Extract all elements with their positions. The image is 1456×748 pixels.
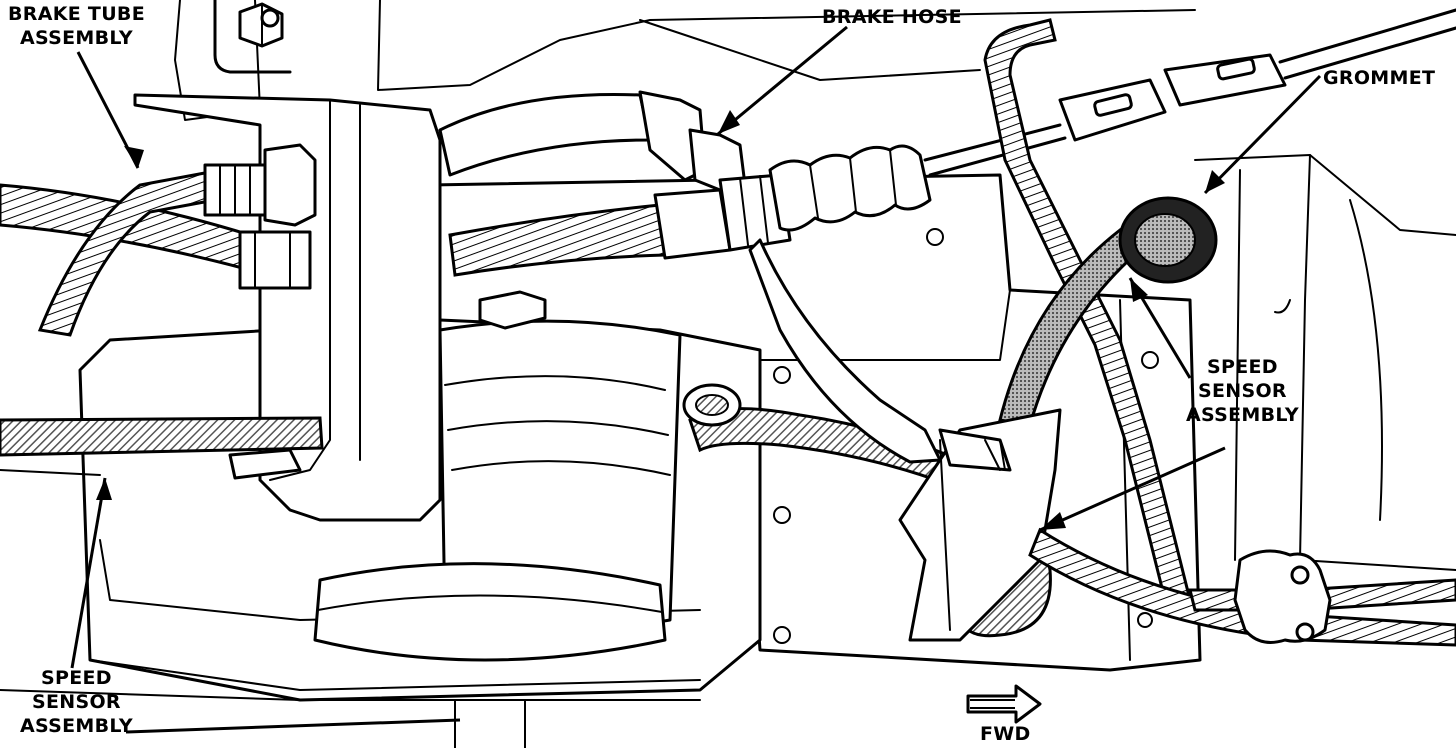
label-fwd: FWD bbox=[980, 723, 1031, 745]
sensor-bracket bbox=[898, 408, 1062, 642]
brake-hose-lower bbox=[448, 173, 792, 277]
brake-hose-to-bracket bbox=[748, 238, 942, 464]
label-grommet: GROMMET bbox=[1323, 67, 1436, 89]
label-speed-sensor-left-line3: ASSEMBLY bbox=[20, 715, 133, 737]
brake-hose-upper bbox=[438, 90, 747, 192]
grommet bbox=[1118, 196, 1218, 284]
stud-nut-top bbox=[238, 2, 284, 48]
label-speed-sensor-left-line1: SPEED bbox=[41, 667, 112, 689]
label-speed-sensor-left-line2: SENSOR bbox=[32, 691, 121, 713]
label-speed-sensor-left: SPEED SENSOR ASSEMBLY bbox=[20, 666, 133, 738]
label-speed-sensor-right: SPEED SENSOR ASSEMBLY bbox=[1186, 355, 1299, 427]
label-brake-tube-line2: ASSEMBLY bbox=[20, 27, 133, 49]
body-panel-right bbox=[1194, 154, 1456, 571]
brake-tube-fittings bbox=[203, 143, 317, 290]
steering-knuckle-bracket bbox=[133, 93, 442, 522]
bellows-boot bbox=[768, 144, 932, 232]
ground-lines bbox=[0, 469, 701, 748]
label-brake-hose: BRAKE HOSE bbox=[822, 6, 962, 28]
speed-sensor-cable-left bbox=[0, 416, 324, 457]
strut-body bbox=[313, 290, 682, 662]
label-brake-tube-assembly: BRAKE TUBE ASSEMBLY bbox=[8, 2, 145, 50]
body-panel-upper bbox=[174, 0, 1196, 121]
rear-harness bbox=[1028, 527, 1456, 647]
parking-brake-cable bbox=[923, 8, 1456, 177]
forward-arrow-icon bbox=[966, 684, 1042, 724]
label-speed-sensor-right-line1: SPEED bbox=[1207, 356, 1278, 378]
label-speed-sensor-right-line2: SENSOR bbox=[1198, 380, 1287, 402]
label-brake-tube-line1: BRAKE TUBE bbox=[8, 3, 145, 25]
label-speed-sensor-right-line3: ASSEMBLY bbox=[1186, 404, 1299, 426]
leader-arrowheads bbox=[96, 110, 1225, 530]
